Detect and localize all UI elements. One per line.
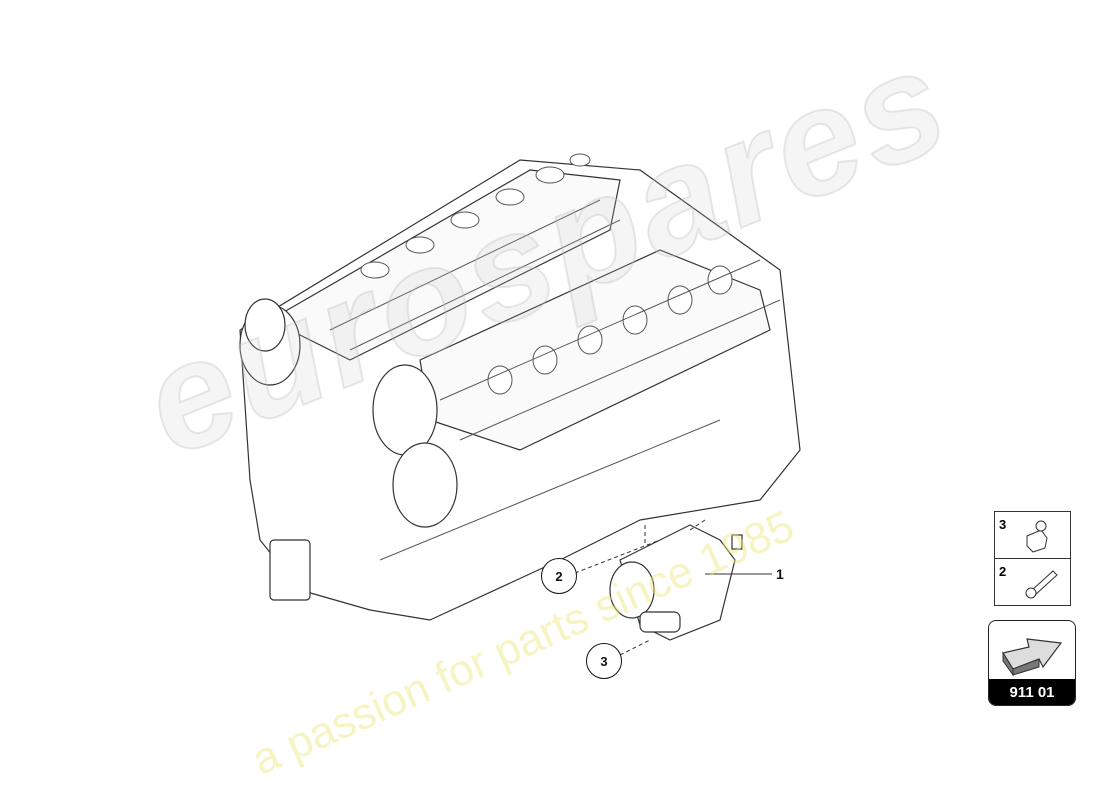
callout-1[interactable]: 1 [776, 566, 784, 582]
clip-bracket-icon [1026, 520, 1048, 553]
legend-item-3[interactable]: 3 [995, 512, 1070, 559]
starter-motor [609, 524, 743, 641]
navigation-label: 911 01 [989, 679, 1075, 705]
engine-illustration [239, 153, 801, 621]
callout-2[interactable]: 2 [541, 558, 577, 594]
navigation-button[interactable]: 911 01 [988, 620, 1076, 706]
legend-number: 2 [999, 564, 1007, 579]
parts-legend: 3 2 [994, 511, 1071, 606]
leader-lines [574, 519, 772, 656]
legend-number: 3 [999, 517, 1007, 532]
bolt-icon [1025, 570, 1058, 599]
legend-item-2[interactable]: 2 [995, 559, 1070, 605]
arrow-icon [1002, 638, 1063, 677]
callout-3[interactable]: 3 [586, 643, 622, 679]
